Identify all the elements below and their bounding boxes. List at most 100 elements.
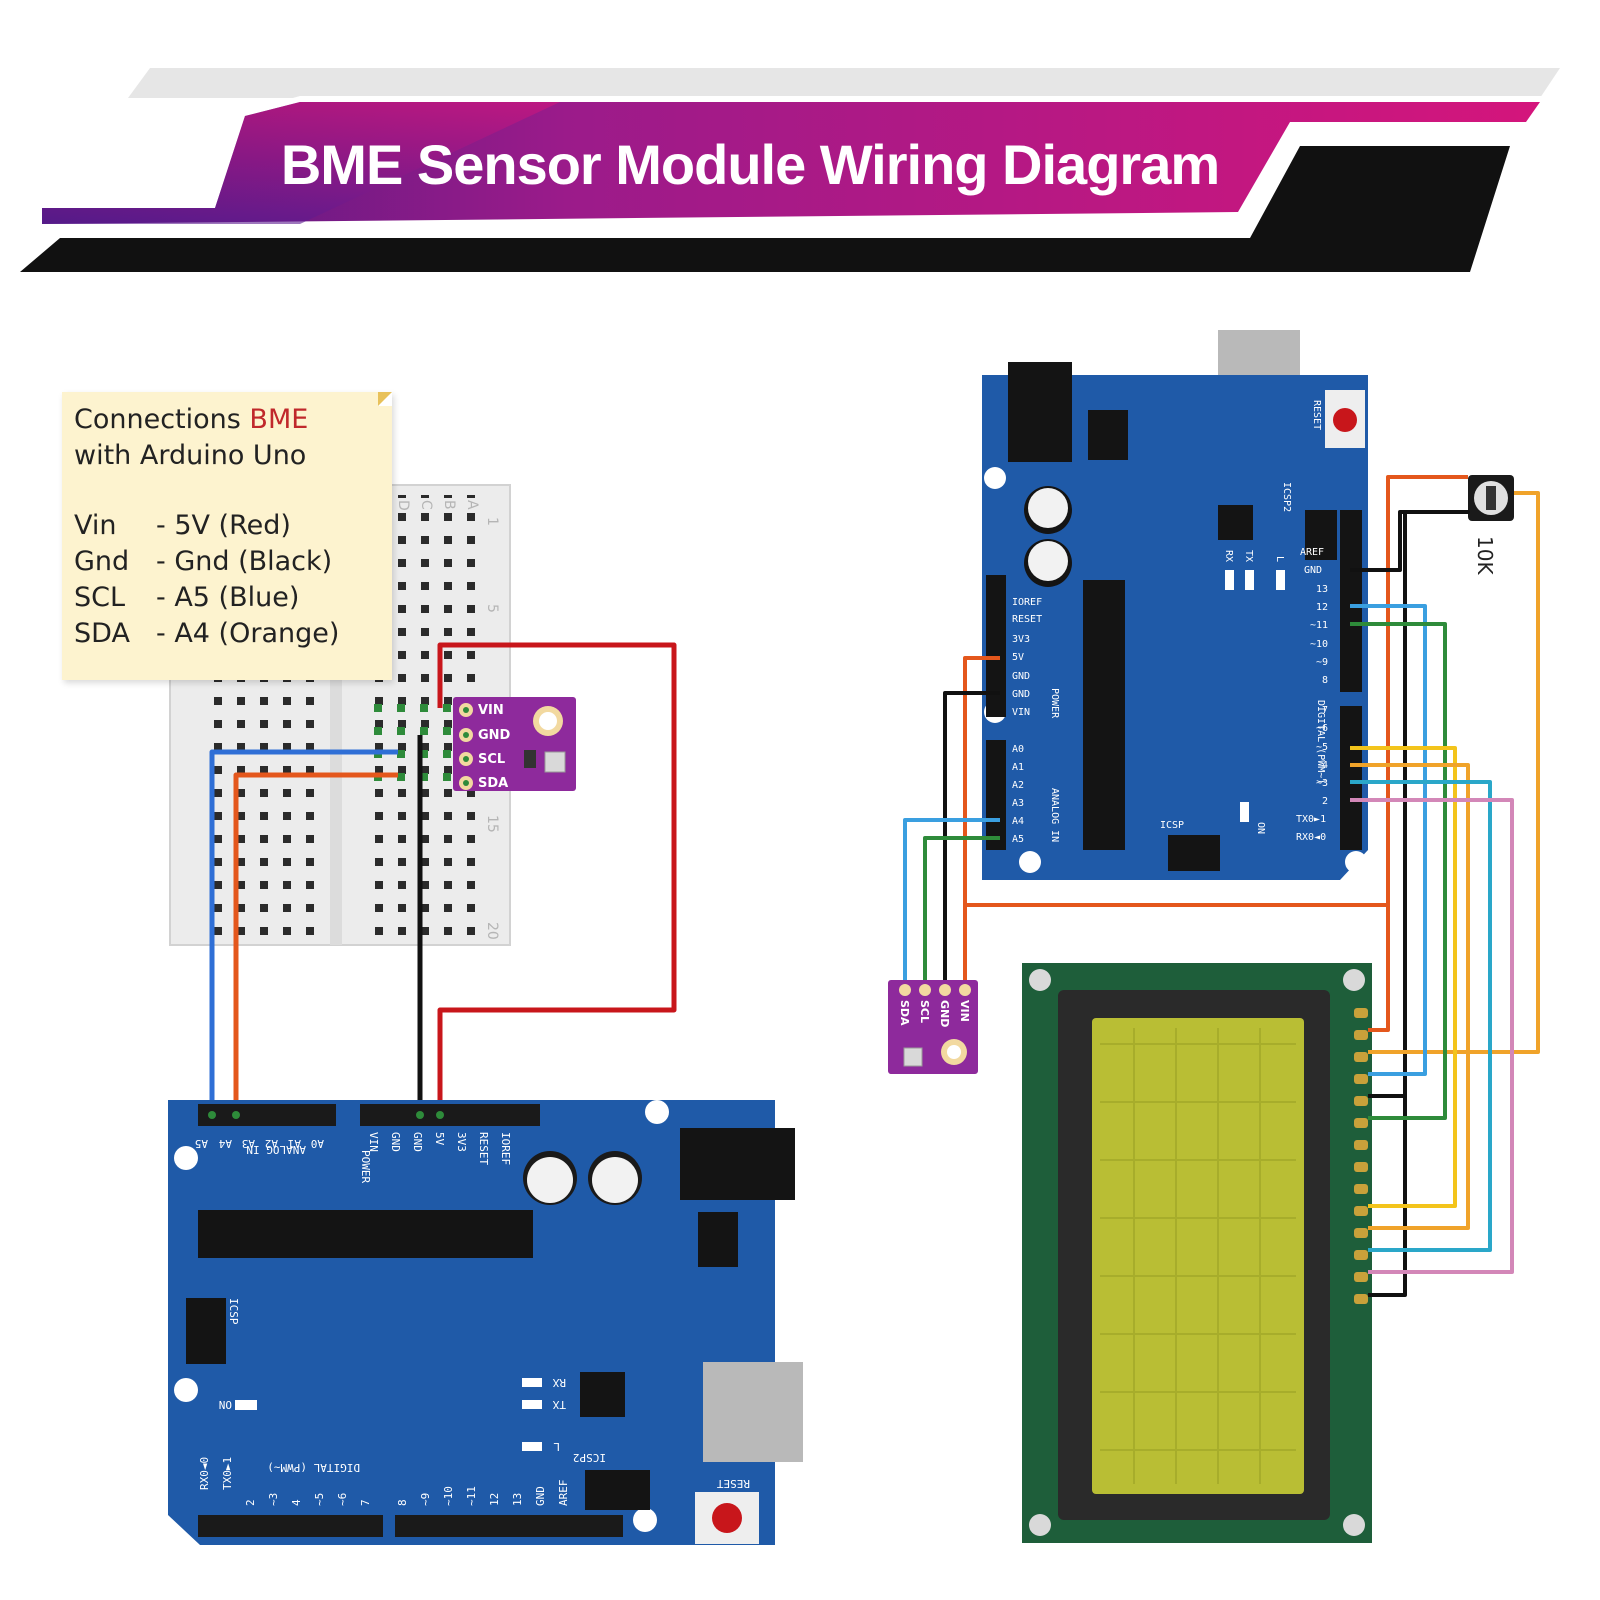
right-digital-tx0: TX0►1: [1296, 814, 1326, 825]
left-power-5v: 5V: [433, 1132, 446, 1146]
wire-gnd-black-right: [943, 691, 1000, 990]
sensor-pin-vin: VIN: [478, 703, 504, 718]
right-analog-group: ANALOG IN: [1049, 788, 1060, 842]
note-row-scl: SCL- A5 (Blue): [74, 580, 299, 616]
note-pin: SDA: [74, 618, 130, 649]
left-rx: RX: [552, 1376, 566, 1389]
left-analog-a0: A0: [311, 1137, 324, 1150]
left-analog-a1: A1: [288, 1137, 301, 1150]
left-icsp: ICSP: [227, 1298, 240, 1325]
right-digital-7: 7: [1322, 705, 1328, 716]
note-row-gnd: Gnd- Gnd (Black): [74, 544, 332, 580]
right-digital-rx0: RX0◄0: [1296, 832, 1326, 843]
right-analog-a0: A0: [1012, 744, 1024, 755]
potentiometer-10k: 10K: [1468, 475, 1514, 575]
wire-d5-orange: [1350, 763, 1470, 1230]
wire-rs-blue: [1350, 604, 1427, 1076]
left-digital-gnd: GND: [534, 1486, 547, 1506]
note-row-vin: Vin- 5V (Red): [74, 508, 291, 544]
page-title: BME Sensor Module Wiring Diagram: [280, 133, 1220, 196]
wire-lcd-vdd-orange: [1368, 905, 1390, 1032]
bb-row-1: 1: [484, 517, 500, 526]
bb-col-c: C: [418, 500, 434, 510]
right-power-gnd2: GND: [1012, 689, 1030, 700]
left-power-gnd1: GND: [389, 1132, 402, 1152]
note-pin: Gnd: [74, 546, 130, 577]
bme-sensor-left: VIN GND SCL SDA: [453, 697, 576, 791]
right-digital-13: 13: [1316, 584, 1328, 595]
left-analog-a4: A4: [218, 1137, 232, 1150]
note-heading-prefix: Connections: [74, 404, 250, 435]
note-pin: SCL: [74, 582, 126, 613]
right-power-reset: RESET: [1012, 614, 1042, 625]
sensor-pin-gnd: GND: [478, 728, 511, 743]
sensor2-pin-sda: SDA: [898, 1000, 911, 1026]
right-digital-2: 2: [1322, 796, 1328, 807]
right-digital-aref: AREF: [1300, 547, 1324, 558]
left-analog-a5: A5: [195, 1137, 208, 1150]
wire-scl-green: [923, 836, 1000, 990]
note-pin: Vin: [74, 510, 117, 541]
note-target: - A4 (Orange): [156, 618, 340, 649]
right-analog-a2: A2: [1012, 780, 1024, 791]
left-wires: [209, 642, 677, 1110]
note-heading: Connections BME with Arduino Uno: [74, 402, 308, 474]
arduino-uno-left: A5 A4 A3 A2 A1 A0 ANALOG IN VIN GND GND …: [168, 1100, 803, 1545]
left-power-3v3: 3V3: [455, 1132, 468, 1152]
right-power-gnd1: GND: [1012, 671, 1030, 682]
right-analog-a4: A4: [1012, 816, 1024, 827]
sensor2-pin-scl: SCL: [918, 1000, 931, 1023]
left-digital-8: 8: [396, 1499, 409, 1506]
right-digital-9: ~9: [1316, 657, 1328, 668]
sensor2-pin-vin: VIN: [958, 1000, 971, 1022]
left-power-group: POWER: [359, 1150, 372, 1183]
left-digital-13: 13: [511, 1493, 524, 1506]
left-power-vin: VIN: [367, 1132, 380, 1152]
left-power-reset: RESET: [477, 1132, 490, 1165]
left-digital-7: 7: [359, 1499, 372, 1506]
left-on: ON: [219, 1398, 232, 1411]
right-power-3v3: 3V3: [1012, 634, 1030, 645]
title-banner: [20, 68, 1560, 272]
right-digital-gnd: GND: [1304, 565, 1322, 576]
wire-sda-lightblue: [903, 818, 1000, 990]
wire-vin-red: [437, 642, 677, 1110]
note-heading-highlight: BME: [249, 404, 309, 435]
left-digital-tx0: TX0►1: [221, 1457, 234, 1490]
right-icsp2: ICSP2: [1281, 482, 1292, 512]
right-reset: RESET: [1311, 400, 1322, 430]
right-digital-11: ~11: [1310, 620, 1328, 631]
sensor-pin-scl: SCL: [478, 752, 505, 767]
note-heading-line2: with Arduino Uno: [74, 440, 307, 471]
right-power-5v: 5V: [1012, 652, 1024, 663]
wire-scl-blue: [209, 749, 398, 1110]
left-tx: TX: [552, 1398, 566, 1411]
left-digital-5: ~5: [313, 1493, 326, 1506]
wire-sda-orange: [233, 772, 398, 1110]
bb-col-d: D: [395, 500, 411, 511]
left-analog-a3: A3: [242, 1137, 255, 1150]
bb-col-b: B: [441, 500, 457, 510]
left-digital-6: ~6: [336, 1493, 349, 1506]
bme-sensor-right: SDA SCL GND VIN: [888, 980, 978, 1074]
right-power-ioref: IOREF: [1012, 597, 1042, 608]
right-digital-12: 12: [1316, 602, 1328, 613]
wire-lcd-gnd-black: [1350, 510, 1470, 1297]
right-digital-8: 8: [1322, 675, 1328, 686]
left-digital-12: 12: [488, 1493, 501, 1506]
right-on: ON: [1255, 822, 1266, 834]
right-analog-a5: A5: [1012, 834, 1024, 845]
note-corner-fold: [378, 392, 392, 406]
right-digital-6: ~6: [1316, 723, 1328, 734]
right-analog-a1: A1: [1012, 762, 1024, 773]
left-digital-11: ~11: [465, 1486, 478, 1506]
right-digital-10: ~10: [1310, 639, 1328, 650]
left-icsp2: ICSP2: [573, 1451, 606, 1464]
potentiometer-label: 10K: [1473, 536, 1497, 575]
sensor2-pin-gnd: GND: [938, 1000, 951, 1027]
right-power-group: POWER: [1049, 688, 1060, 719]
note-row-sda: SDA - A4 (Orange): [74, 616, 339, 652]
right-digital-3: ~3: [1316, 778, 1328, 789]
left-digital-2: 2: [244, 1499, 257, 1506]
